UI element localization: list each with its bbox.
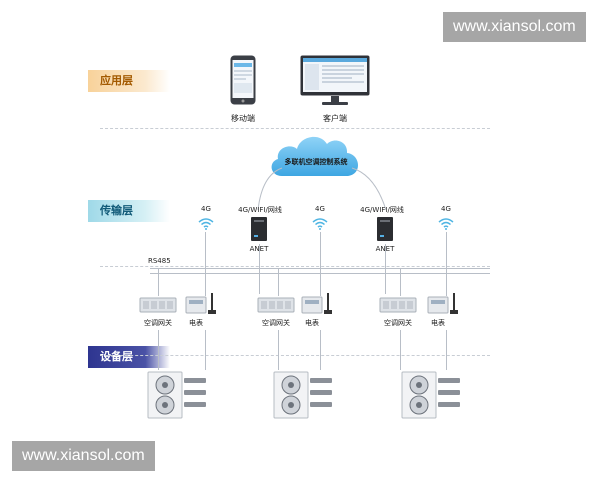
signal-4g-label-2: 4G [315,205,325,213]
lower-connector-1b [205,330,206,370]
client-label: 客户端 [323,114,347,123]
anet-label-1: ANET [245,245,273,253]
gateway-label-3: 空调网关 [384,319,412,327]
rs485-label: RS485 [148,257,171,265]
multi-link-label-1: 4G/WIFI/网线 [238,206,282,214]
meter-label-3: 电表 [431,319,445,327]
connector-v-7 [400,268,401,296]
mobile-label: 移动端 [231,114,255,123]
application-layer-tag: 应用层 [88,70,170,92]
transmission-layer-tag: 传输层 [88,200,170,222]
lower-connector-2b [320,330,321,370]
cloud-icon [271,136,359,176]
meter-label-2: 电表 [305,319,319,327]
gateway-device-icon-1 [139,297,177,313]
separator-line-3 [100,355,490,356]
connector-v-1 [158,268,159,296]
wifi-icon-2 [312,218,328,230]
lower-connector-3a [400,330,401,370]
gateway-label-1: 空调网关 [144,319,172,327]
anet-label-2: ANET [371,245,399,253]
device-layer-tag: 设备层 [88,346,170,368]
meter-label-1: 电表 [189,319,203,327]
lower-connector-2a [278,330,279,370]
gateway-device-icon-3 [379,297,417,313]
connector-v-3 [259,244,260,294]
mobile-phone-icon [230,55,256,105]
connector-v-5 [320,232,321,296]
anet-device-icon-1 [251,217,267,241]
watermark-bottom: www.xiansol.com [12,441,155,471]
connector-v-8 [446,232,447,296]
multi-link-label-2: 4G/WIFI/网线 [360,206,404,214]
outdoor-ac-unit-icon-1 [147,371,206,419]
connector-v-2 [205,232,206,296]
connector-v-4 [278,268,279,296]
meter-device-icon-2 [301,293,332,314]
lower-connector-3b [446,330,447,370]
lower-connector-1a [158,330,159,370]
meter-device-icon-1 [185,293,216,314]
gateway-label-2: 空调网关 [262,319,290,327]
desktop-monitor-icon [300,55,370,105]
outdoor-ac-unit-icon-3 [401,371,460,419]
connector-v-6 [385,244,386,294]
wifi-icon-1 [198,218,214,230]
anet-device-icon-2 [377,217,393,241]
gateway-device-icon-2 [257,297,295,313]
separator-line-2 [100,266,490,267]
watermark-top: www.xiansol.com [443,12,586,42]
signal-4g-label-3: 4G [441,205,451,213]
cloud-label: 多联机空调控制系统 [284,158,348,166]
meter-device-icon-3 [427,293,458,314]
wifi-icon-3 [438,218,454,230]
signal-4g-label-1: 4G [201,205,211,213]
outdoor-ac-unit-icon-2 [273,371,332,419]
separator-line-1 [100,128,490,129]
